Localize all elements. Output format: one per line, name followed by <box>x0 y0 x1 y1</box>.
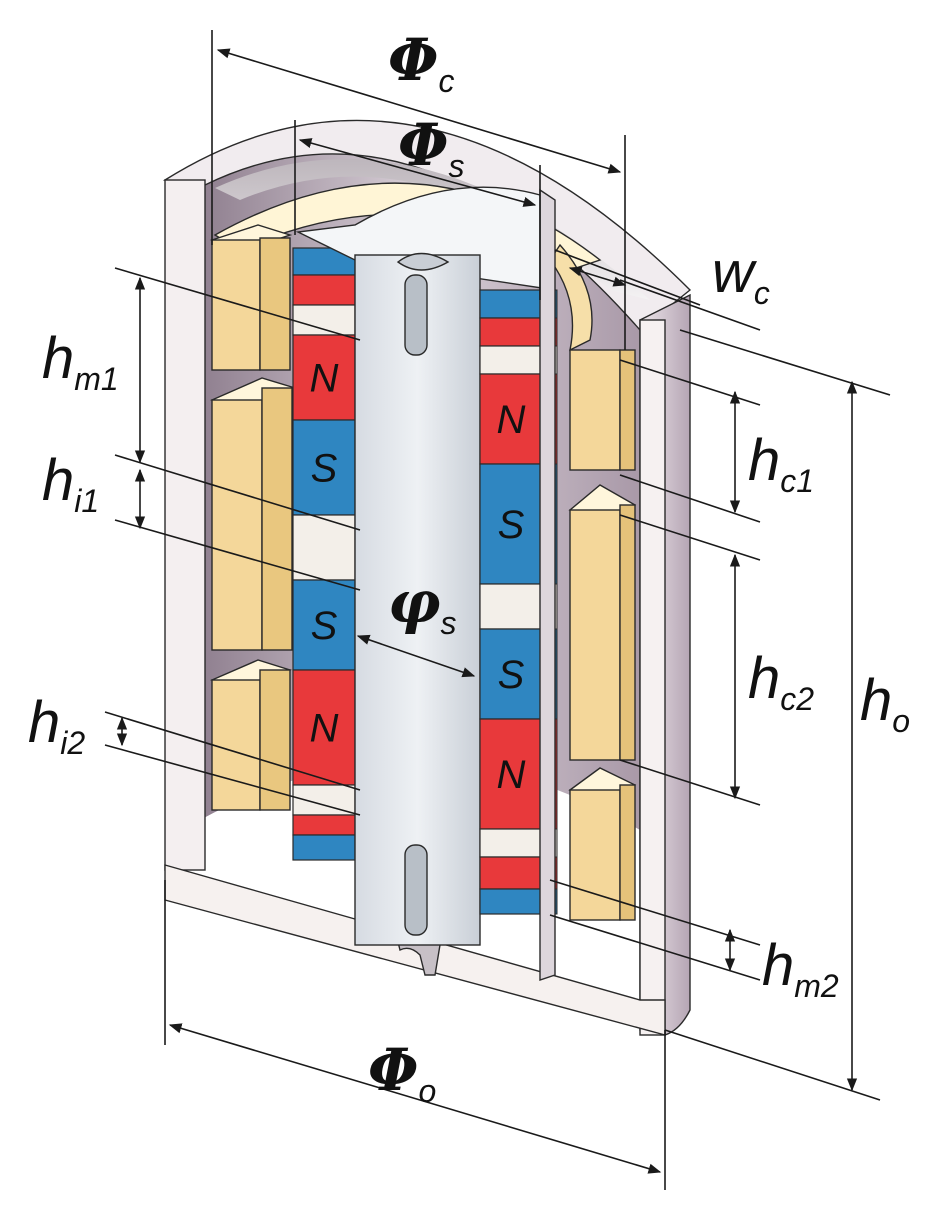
right-pole-label: N <box>497 398 526 442</box>
left-magnet-segment <box>292 514 356 581</box>
left-coil-2 <box>211 399 263 651</box>
left-coil-1-side <box>259 237 291 371</box>
right-coil-3-side <box>619 784 636 921</box>
right-magnet-segment <box>479 345 543 375</box>
left-magnet-segment <box>292 304 356 336</box>
label-phi-o: Φo <box>368 1036 436 1109</box>
inner-tube-wall <box>539 188 556 981</box>
label-h-c2: hc2 <box>748 646 814 717</box>
right-coil-3 <box>569 789 621 921</box>
left-coils <box>209 224 298 811</box>
central-shaft <box>295 186 556 946</box>
right-coils <box>568 349 637 921</box>
left-pole-label: N <box>310 357 339 401</box>
shaft-top-bore <box>404 274 428 356</box>
right-pole-label: S <box>498 503 525 547</box>
right-magnet-segment <box>479 828 543 858</box>
left-coil-2-side <box>261 387 293 651</box>
right-pole-label: N <box>497 753 526 797</box>
left-magnet-segment <box>292 274 356 306</box>
right-coil-1 <box>569 349 621 471</box>
right-pole-label: S <box>498 653 525 697</box>
label-h-o: ho <box>860 668 910 739</box>
right-magnet-segment <box>479 856 543 890</box>
pole-labels: N S S N N S S N <box>310 357 526 798</box>
left-coil-3-side <box>259 669 291 811</box>
label-phi-s-top: Φs <box>398 111 465 184</box>
left-magnet-stack <box>292 247 356 861</box>
label-h-i1: hi1 <box>42 448 99 519</box>
left-pole-label: S <box>311 447 338 491</box>
shaft-bottom-bore <box>404 844 428 936</box>
label-phi-c: Φc <box>388 26 455 99</box>
right-magnet-segment <box>479 289 543 319</box>
label-h-i2: hi2 <box>28 690 85 761</box>
right-coil-2-side <box>619 504 636 761</box>
left-magnet-segment <box>292 814 356 836</box>
right-coil-1-side <box>619 349 636 471</box>
left-magnet-segment <box>292 669 356 786</box>
left-coil-1 <box>211 239 261 371</box>
right-magnet-segment <box>479 463 543 585</box>
casing-left-wall <box>164 179 206 871</box>
label-w-c: wc <box>712 240 770 311</box>
left-coil-3 <box>211 679 261 811</box>
left-pole-label: N <box>310 707 339 751</box>
label-phi-s-mid: φs <box>388 568 456 641</box>
casing-right-cut-face <box>639 319 666 1036</box>
right-magnet-segment <box>479 583 543 630</box>
dimension-lines <box>104 30 891 1190</box>
left-magnet-segment <box>292 579 356 671</box>
right-magnet-segment <box>479 373 543 465</box>
right-coil-2 <box>569 509 621 761</box>
right-magnet-segment <box>479 888 543 915</box>
label-h-c1: hc1 <box>748 428 814 499</box>
left-pole-label: S <box>311 604 338 648</box>
left-magnet-segment <box>292 834 356 861</box>
right-magnet-segment <box>479 718 543 830</box>
label-h-m1: hm1 <box>42 326 119 397</box>
dimension-labels: Φc Φs wc hm1 hi1 hi2 hc1 hc2 ho hm2 φs <box>28 26 910 1109</box>
right-magnet-segment <box>479 317 543 347</box>
label-h-m2: hm2 <box>762 933 839 1004</box>
shaft-top-hole <box>396 252 450 271</box>
